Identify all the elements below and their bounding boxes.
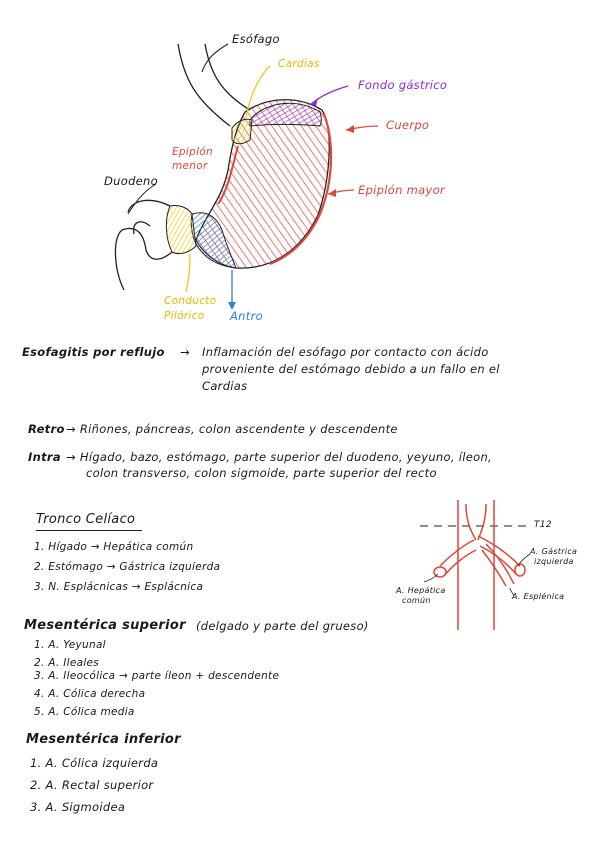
retro-text: → Riñones, páncreas, colon ascendente y …	[66, 422, 398, 436]
mes-sup-item: 5. A. Cólica media	[34, 706, 135, 718]
esofagitis-title: Esofagitis por reflujo	[22, 345, 165, 359]
mes-inf-title: Mesentérica inferior	[26, 732, 181, 747]
label-gastrica-izquierda-2: izquierda	[534, 557, 574, 566]
label-conducto-2: Pilórico	[164, 310, 204, 322]
label-epiplon-mayor: Epiplón mayor	[358, 183, 445, 197]
tronco-item: 3. N. Esplácnicas → Esplácnica	[34, 581, 203, 593]
label-gastrica-izquierda-1: A. Gástrica	[530, 547, 577, 556]
intra-line-1: → Hígado, bazo, estómago, parte superior…	[66, 450, 492, 464]
label-esofago: Esófago	[232, 32, 280, 46]
label-epiplon-menor-1: Epiplón	[172, 146, 213, 158]
esofagitis-line-1: Inflamación del esófago por contacto con…	[202, 345, 489, 359]
tronco-title: Tronco Celíaco	[36, 512, 135, 527]
mes-sup-title: Mesentérica superior	[24, 618, 186, 633]
esofagitis-arrow: →	[180, 345, 190, 359]
esofagitis-line-3: Cardias	[202, 379, 247, 393]
intra-line-2: colon transverso, colon sigmoide, parte …	[86, 466, 437, 480]
pylorus	[166, 205, 196, 253]
intra-label: Intra	[28, 450, 61, 464]
level-t12: T12	[534, 520, 552, 530]
label-hepatica-comun-1: A. Hepática	[396, 586, 446, 595]
tronco-item: 2. Estómago → Gástrica izquierda	[34, 561, 220, 573]
mes-sup-item: 4. A. Cólica derecha	[34, 688, 145, 700]
label-antro: Antro	[230, 309, 263, 323]
esofagitis-line-2: proveniente del estómago debido a un fal…	[202, 362, 500, 376]
label-cuerpo: Cuerpo	[386, 118, 429, 132]
mes-inf-item: 3. A. Sigmoidea	[30, 800, 125, 814]
mes-inf-item: 1. A. Cólica izquierda	[30, 756, 158, 770]
esophagus-outline-inner	[205, 44, 250, 110]
mes-sup-item: 2. A. Ileales	[34, 657, 99, 669]
label-epiplon-menor-2: menor	[172, 160, 208, 172]
cardias	[232, 119, 252, 144]
tronco-title-underline	[36, 530, 142, 531]
mes-sup-item: 1. A. Yeyunal	[34, 639, 106, 651]
mes-inf-item: 2. A. Rectal superior	[30, 778, 153, 792]
label-hepatica-comun-2: común	[402, 596, 431, 605]
mes-sup-item: 3. A. Ileocólica → parte íleon + descend…	[34, 670, 279, 682]
label-fondo-gastrico: Fondo gástrico	[358, 78, 447, 92]
label-conducto-1: Conducto	[164, 295, 216, 307]
label-duodeno: Duodeno	[104, 174, 158, 188]
mes-sup-note: (delgado y parte del grueso)	[196, 619, 369, 633]
label-cardias: Cardias	[278, 58, 320, 70]
esophagus-outline	[178, 44, 230, 126]
label-esplenica: A. Esplénica	[512, 592, 564, 601]
duodenum	[128, 200, 170, 212]
tronco-item: 1. Hígado → Hepática común	[34, 541, 193, 553]
retro-label: Retro	[28, 422, 65, 436]
